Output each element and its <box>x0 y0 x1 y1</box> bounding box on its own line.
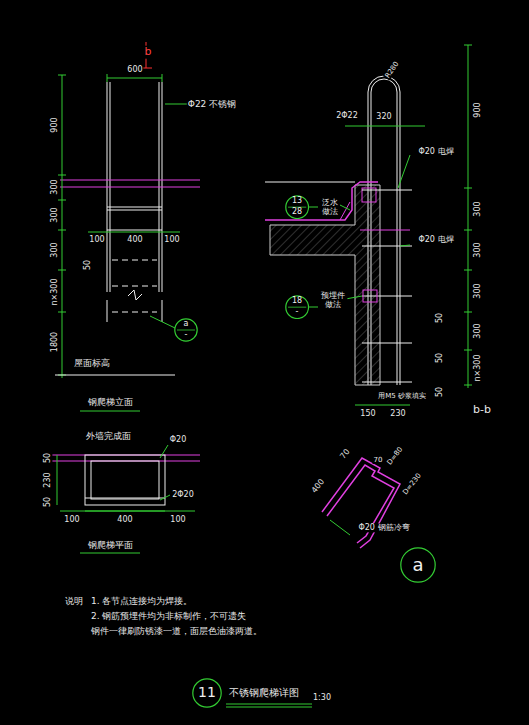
dimension-text: 50 <box>43 452 52 464</box>
rung-detail <box>322 458 400 548</box>
dimension-text: n×300 <box>50 277 59 306</box>
dimension-text: 150 <box>359 409 376 418</box>
dimension-text: 100 <box>88 235 105 244</box>
elevation-view <box>55 42 200 411</box>
dimension-text: 2Φ20 <box>171 490 195 499</box>
dimension-text: 600 <box>126 65 143 74</box>
dimension-text: 100 <box>169 515 186 524</box>
dimension-text: 2. 钢筋预埋件均为非标制作，不可遗失 <box>90 611 247 621</box>
section-view <box>265 45 472 405</box>
dimension-text: 70 <box>373 456 384 464</box>
callout-circle: 18 - <box>285 295 309 319</box>
annotation-text: 外墙完成面 <box>85 431 132 441</box>
annotation-text: 说明 <box>64 596 84 606</box>
callout-number: 13 <box>292 197 302 206</box>
annotation-text: Φ22 不锈钢 <box>187 99 237 109</box>
plan-view <box>45 445 200 553</box>
dimension-text: 100 <box>163 235 180 244</box>
dimension-text: 50 <box>435 312 444 324</box>
drawing-title: 不锈钢爬梯详图 <box>228 687 300 699</box>
callout-circle: 1328 <box>285 195 309 219</box>
dimension-text: 400 <box>126 235 143 244</box>
dimension-text: 300 <box>50 206 59 223</box>
annotation-text: 屋面标高 <box>73 358 111 368</box>
annotation-text: b-b <box>472 404 492 417</box>
callout-number: - <box>296 308 299 317</box>
dimension-text: 300 <box>473 200 482 217</box>
annotation-text: b <box>144 46 153 59</box>
callout-circle: 11 <box>192 678 222 708</box>
dimension-text: 70 <box>338 446 353 461</box>
callout-number: 28 <box>292 208 302 217</box>
callout-number: a <box>412 555 423 575</box>
dimension-text: 300 <box>473 241 482 258</box>
annotation-text: Φ20 电焊 <box>417 147 454 156</box>
dimension-text: 50 <box>43 496 52 508</box>
dimension-text: 300 <box>473 322 482 339</box>
dimension-text: 100 <box>63 515 80 524</box>
annotation-text: 用M5 砂浆填实 <box>377 392 427 400</box>
dimension-text: 400 <box>309 476 327 495</box>
callout-number: 18 <box>292 297 302 306</box>
dimension-text: 1:30 <box>312 693 332 702</box>
dimension-text: D=230 <box>401 471 424 497</box>
annotation-text: Φ20 电焊 <box>417 235 454 244</box>
dimension-text: 300 <box>50 241 59 258</box>
dimension-text: n×300 <box>473 353 482 382</box>
dimension-text: 900 <box>473 101 482 118</box>
annotation-text: 泛水 做法 <box>320 198 340 216</box>
dimension-text: 50 <box>435 352 444 364</box>
dimension-text: 50 <box>435 386 444 398</box>
annotation-text: 预埋件 做法 <box>318 291 347 309</box>
annotation-text: 钢爬梯立面 <box>87 397 134 407</box>
callout-number: - <box>185 331 188 340</box>
dimension-text: D=80 <box>385 445 405 467</box>
dimension-text: 300 <box>50 178 59 195</box>
callout-circle: a <box>400 547 436 583</box>
dimension-text: 320 <box>375 112 392 121</box>
dimension-text: R280 <box>383 59 401 80</box>
callout-number: a <box>184 320 189 329</box>
dimension-text: 2Φ22 <box>335 111 359 120</box>
dimension-text: 230 <box>43 471 52 488</box>
dimension-text: 1800 <box>50 331 59 353</box>
callout-circle: a- <box>174 318 198 342</box>
annotation-text: Φ20 <box>169 435 187 444</box>
callout-number: 11 <box>198 685 216 700</box>
annotation-text: Φ20 钢筋冷弯 <box>357 523 410 532</box>
annotation-text: 钢件一律刷防锈漆一道，面层色油漆两道。 <box>90 626 263 636</box>
dimension-text: 50 <box>83 259 92 271</box>
dimension-text: 230 <box>389 409 406 418</box>
annotation-text: 钢爬梯平面 <box>87 540 134 550</box>
dimension-text: 1. 各节点连接均为焊接。 <box>90 596 193 606</box>
dimension-text: 400 <box>116 515 133 524</box>
dimension-text: 300 <box>473 282 482 299</box>
dimension-text: 900 <box>50 116 59 133</box>
